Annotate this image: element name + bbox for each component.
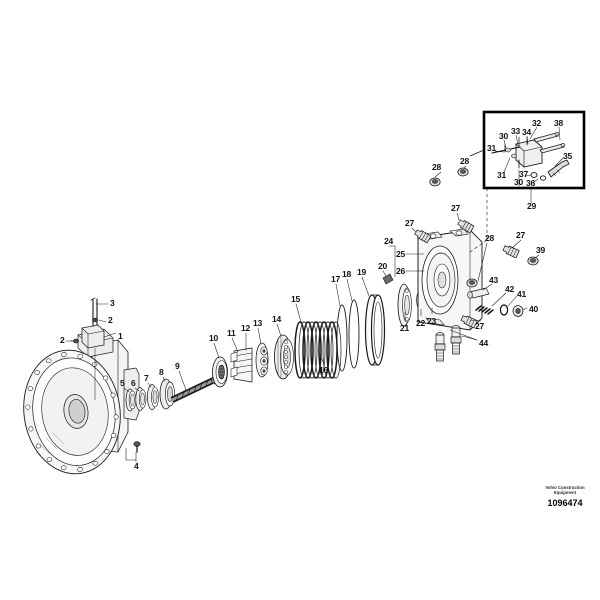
part-number: 1096474 [547, 497, 583, 508]
callout-24: 24 [384, 236, 394, 246]
company-line-1: Volvo Construction [545, 485, 585, 490]
callout-27c: 27 [516, 230, 526, 240]
callout-3: 3 [110, 298, 115, 308]
motor-housing [417, 228, 483, 331]
callout-9: 9 [175, 361, 180, 371]
relief-cartridges [434, 325, 462, 362]
bell-housing [23, 328, 140, 475]
callout-16: 16 [319, 365, 329, 375]
callout-21: 21 [400, 323, 410, 333]
callout-1: 1 [118, 331, 123, 341]
callout-2b: 2 [60, 335, 65, 345]
callout-11: 11 [227, 328, 236, 338]
planetary-assembly [212, 334, 294, 388]
callout-42: 42 [505, 284, 515, 294]
valve-parts [467, 256, 539, 317]
callout-28: 28 [432, 162, 442, 172]
plug-4 [133, 441, 141, 453]
callout-23: 23 [427, 316, 437, 326]
port-plate-21 [397, 283, 412, 327]
leader-lines [65, 126, 564, 463]
callout-4: 4 [134, 461, 139, 471]
splined-shaft [170, 375, 217, 403]
sensor-block [70, 297, 105, 401]
callout-2: 2 [108, 315, 113, 325]
callout-8: 8 [159, 367, 164, 377]
callout-35: 35 [563, 151, 573, 161]
callout-43: 43 [489, 275, 499, 285]
callout-10: 10 [209, 333, 219, 343]
callout-7: 7 [144, 373, 149, 383]
callout-44: 44 [479, 338, 489, 348]
callout-31b: 31 [497, 170, 507, 180]
seal-bearing-stack [125, 378, 175, 412]
footer-logo-block: Volvo Construction Equipment 1096474 [536, 485, 594, 508]
callout-27d: 27 [475, 321, 485, 331]
callout-40: 40 [529, 304, 539, 314]
callout-33: 33 [511, 126, 521, 136]
company-line-2: Equipment [553, 490, 577, 496]
large-rings [336, 294, 386, 372]
callout-26: 26 [396, 266, 406, 276]
callout-38: 38 [554, 118, 564, 128]
callout-22: 22 [416, 318, 426, 328]
callout-12: 12 [241, 323, 251, 333]
callout-39: 39 [536, 245, 546, 255]
callout-30b: 30 [514, 177, 524, 187]
callout-27: 27 [405, 218, 415, 228]
callout-19: 19 [357, 267, 367, 277]
callout-32: 32 [532, 118, 542, 128]
callout-29: 29 [527, 201, 537, 211]
callout-17: 17 [331, 274, 341, 284]
callout-5: 5 [120, 378, 125, 388]
callout-37: 37 [519, 169, 529, 179]
callout-28c: 28 [485, 233, 495, 243]
inset-detail-box [469, 110, 586, 190]
callout-18: 18 [342, 269, 352, 279]
callout-25: 25 [396, 249, 406, 259]
callout-30: 30 [499, 131, 509, 141]
callout-36: 36 [526, 178, 536, 188]
callout-6: 6 [131, 378, 136, 388]
callout-14: 14 [272, 314, 282, 324]
callout-41: 41 [517, 289, 527, 299]
callout-28b: 28 [460, 156, 470, 166]
callout-13: 13 [253, 318, 263, 328]
dowel-20 [382, 273, 394, 285]
callout-27b: 27 [451, 203, 461, 213]
callout-34: 34 [522, 127, 532, 137]
callout-20: 20 [378, 261, 388, 271]
callout-31: 31 [487, 143, 497, 153]
inset-link-line [469, 187, 488, 253]
callout-15: 15 [291, 294, 301, 304]
